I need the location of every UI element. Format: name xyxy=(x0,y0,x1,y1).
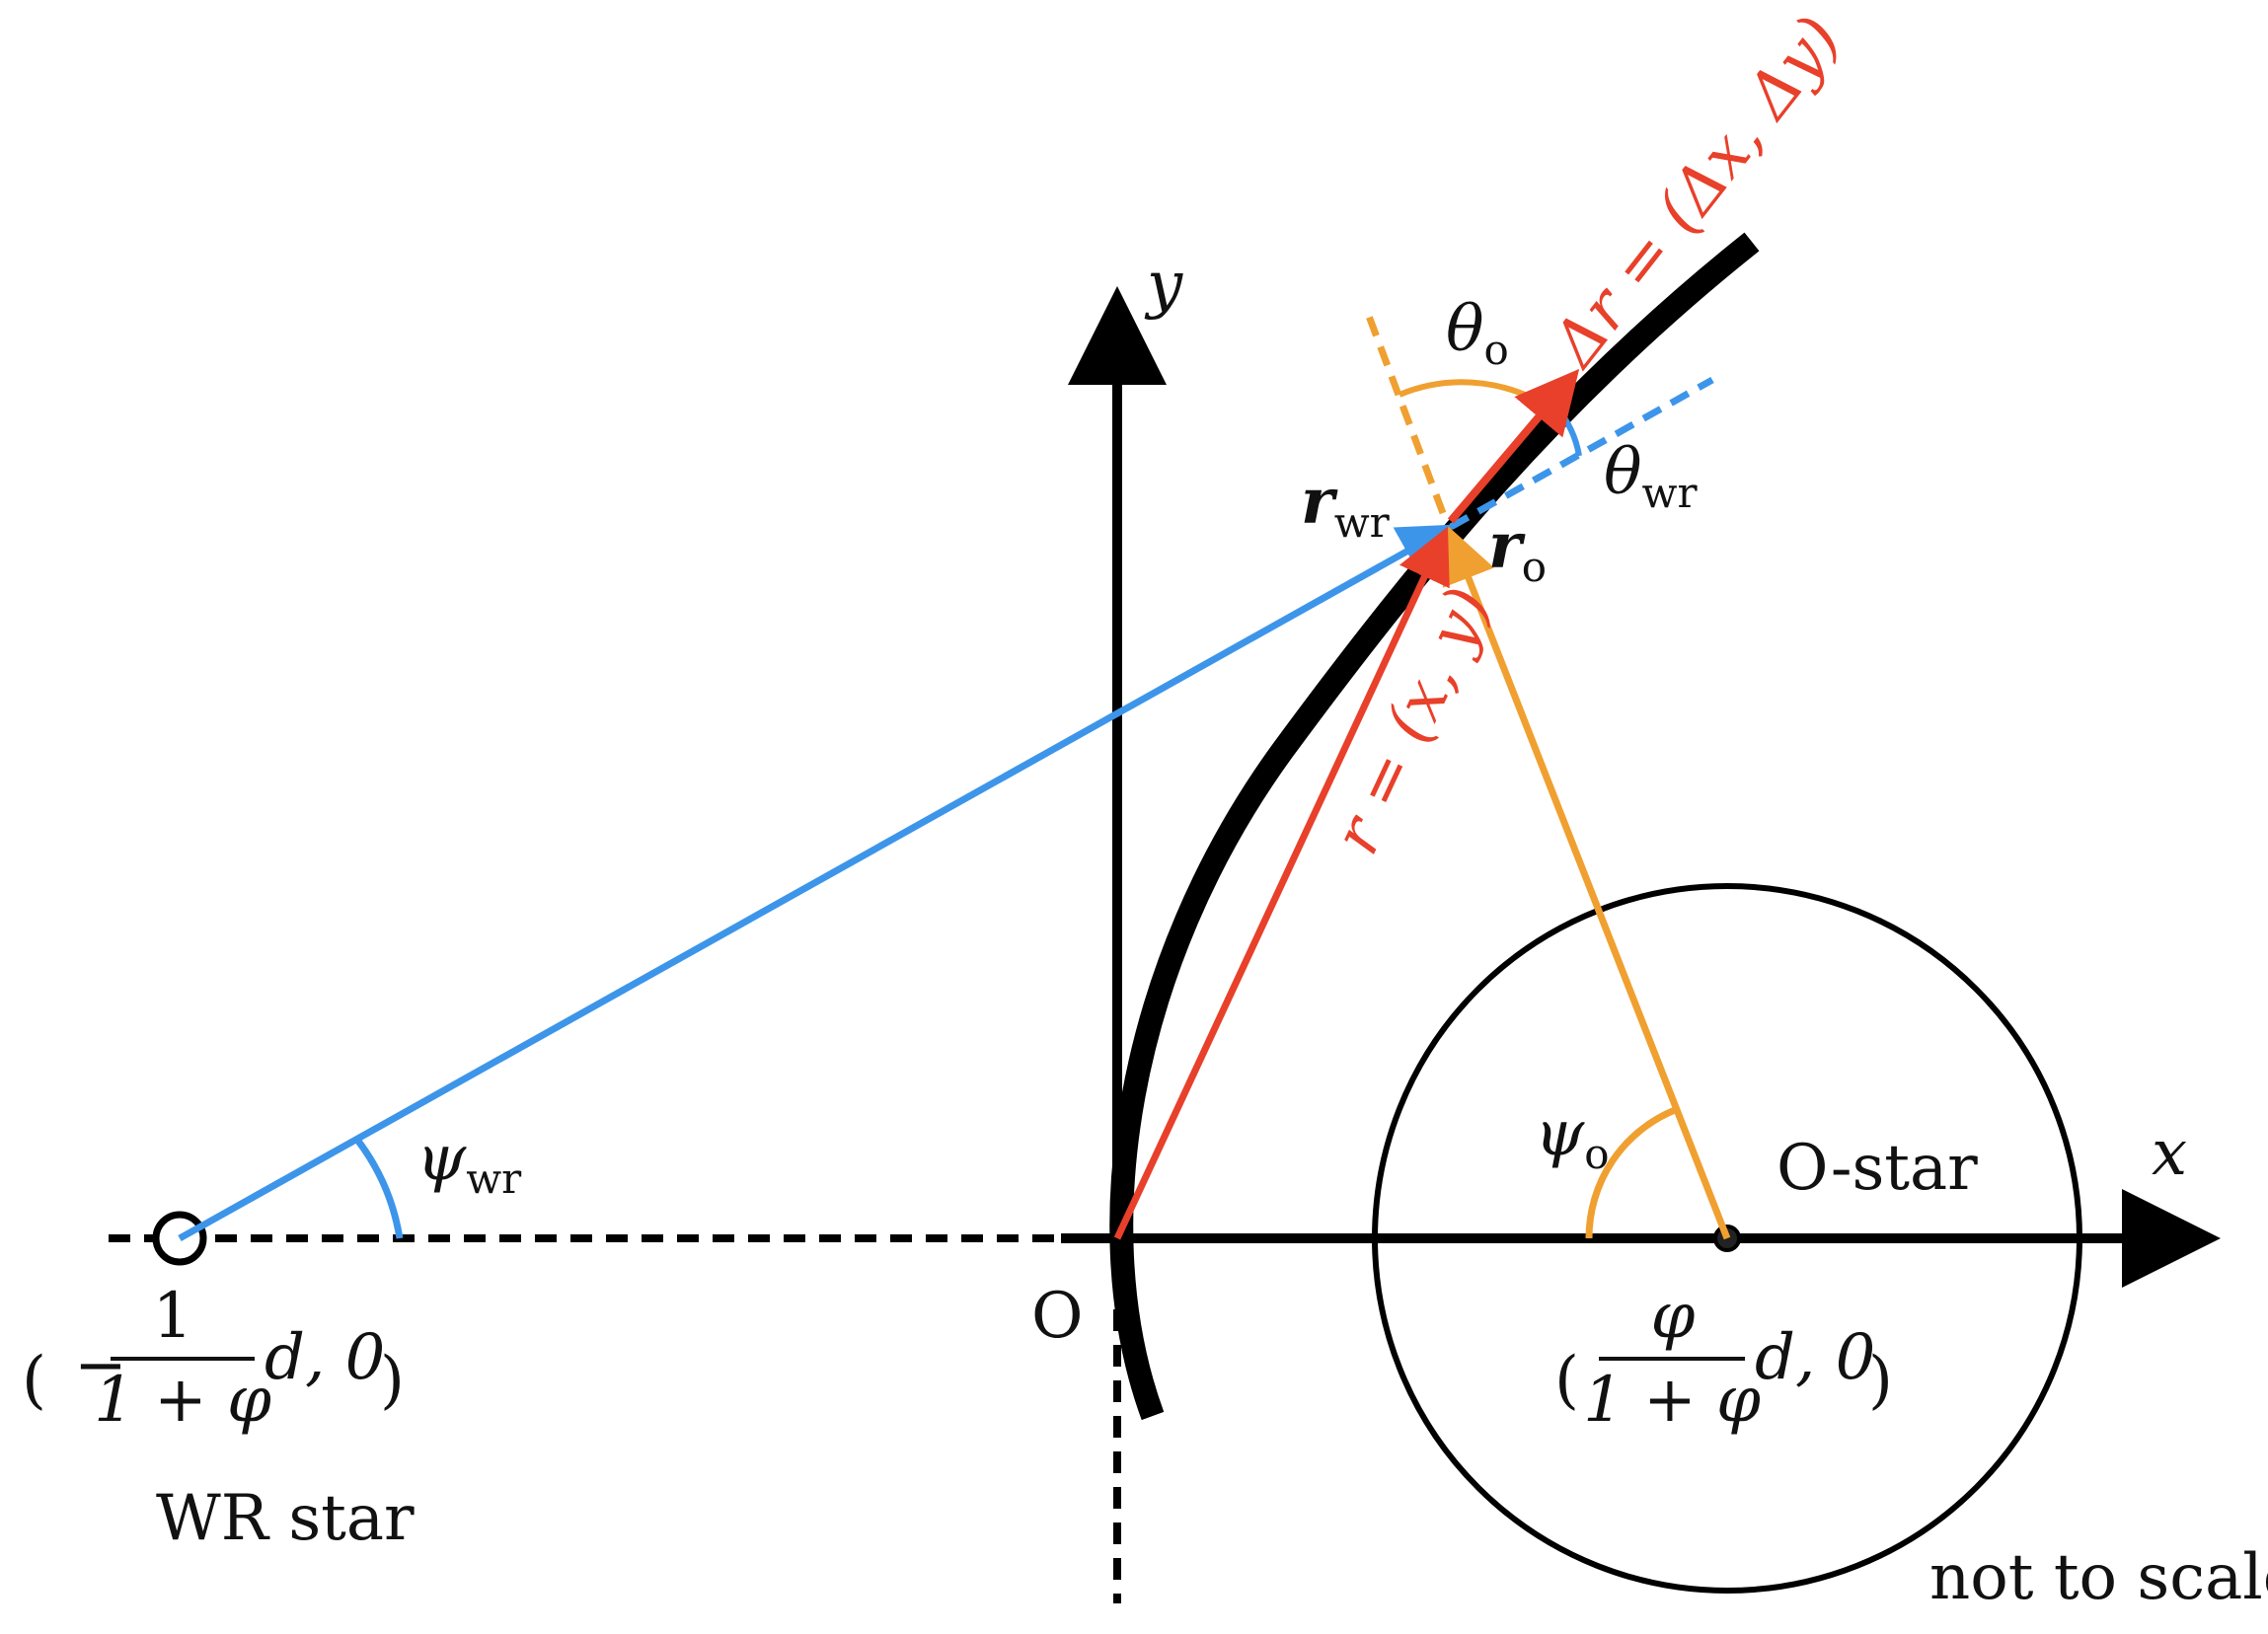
r-vector-label: r = (x, y) xyxy=(1320,577,1506,865)
svg-text:1: 1 xyxy=(153,1280,193,1353)
theta-o-reference-dashed xyxy=(1363,309,1447,515)
svg-text:1 + φ: 1 + φ xyxy=(1583,1364,1761,1437)
not-to-scale-note: not to scale xyxy=(1929,1541,2268,1614)
y-axis-label: y xyxy=(1144,249,1183,322)
o-star-coordinate: ( φ 1 + φ d, 0 ) xyxy=(1554,1280,1893,1437)
x-axis-label: x xyxy=(2152,1117,2187,1190)
theta-wr-reference-dashed xyxy=(1449,376,1714,531)
delta-r-vector xyxy=(1447,368,1580,524)
svg-text:d, 0: d, 0 xyxy=(1755,1321,1875,1394)
svg-text:(: ( xyxy=(1554,1344,1579,1417)
psi-wr-arc xyxy=(354,1137,404,1239)
svg-text:): ) xyxy=(1868,1344,1893,1417)
psi-o-label: ψo xyxy=(1535,1097,1609,1178)
theta-o-arc xyxy=(1398,379,1561,417)
wr-star-coordinate: ( − 1 1 + φ d, 0 ) xyxy=(22,1280,405,1437)
psi-wr-label: ψwr xyxy=(416,1122,522,1203)
origin-label: O xyxy=(1031,1280,1083,1353)
wr-star-label: WR star xyxy=(156,1482,415,1555)
svg-text:): ) xyxy=(380,1344,405,1417)
delta-r-label: Δr = (Δx, Δy) xyxy=(1537,3,1855,382)
r-o-label: ro xyxy=(1488,509,1547,591)
theta-o-label: θo xyxy=(1446,293,1509,374)
svg-text:1 + φ: 1 + φ xyxy=(94,1364,271,1437)
o-star-circle xyxy=(1372,883,2082,1594)
r-wr-vector xyxy=(178,524,1456,1242)
r-o-vector xyxy=(1442,526,1731,1240)
r-vector xyxy=(1113,526,1450,1240)
r-wr-label: rwr xyxy=(1301,465,1391,547)
psi-o-arc xyxy=(1585,1106,1677,1239)
svg-text:d, 0: d, 0 xyxy=(265,1321,385,1394)
svg-text:−: − xyxy=(74,1329,127,1402)
svg-text:φ: φ xyxy=(1651,1280,1696,1353)
o-star-label: O-star xyxy=(1777,1132,1978,1205)
svg-text:(: ( xyxy=(22,1344,46,1417)
theta-wr-label: θwr xyxy=(1604,436,1698,517)
